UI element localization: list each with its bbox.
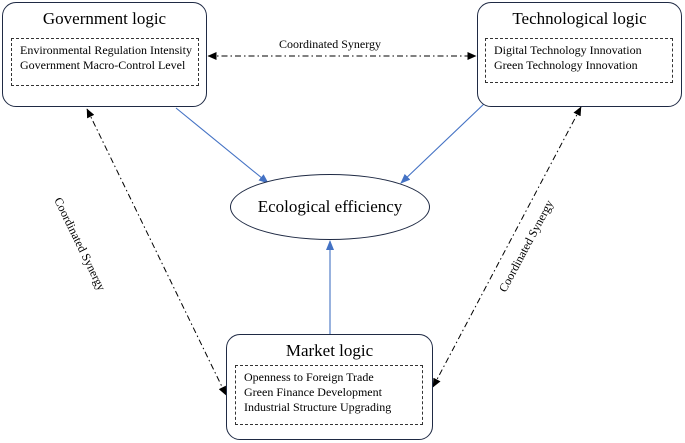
ecological-efficiency-label: Ecological efficiency — [257, 197, 403, 216]
market-factor-list: Openness to Foreign Trade Green Finance … — [235, 365, 423, 425]
market-logic-title: Market logic — [285, 341, 374, 360]
synergy-line-technological-market — [432, 106, 582, 388]
factor-green-technology-innovation: Green Technology Innovation — [494, 58, 638, 72]
arrow-technological-to-ecological — [400, 101, 487, 184]
factor-green-finance-development: Green Finance Development — [244, 385, 382, 399]
government-logic-title: Government logic — [42, 9, 167, 28]
factor-government-macro-control: Government Macro-Control Level — [20, 58, 186, 72]
government-factor-list: Environmental Regulation Intensity Gover… — [11, 38, 199, 86]
synergy-line-government-market — [86, 108, 227, 396]
factor-openness-foreign-trade: Openness to Foreign Trade — [244, 370, 374, 384]
factor-environmental-regulation: Environmental Regulation Intensity — [20, 43, 192, 57]
technological-factor-list: Digital Technology Innovation Green Tech… — [485, 38, 673, 83]
ecological-efficiency-node: Ecological efficiency — [230, 174, 430, 240]
factor-industrial-structure-upgrading: Industrial Structure Upgrading — [244, 400, 392, 414]
arrow-government-to-ecological — [175, 107, 269, 184]
government-logic-box: Government logic Environmental Regulatio… — [2, 2, 207, 107]
synergy-label-top: Coordinated Synergy — [278, 37, 382, 51]
technological-logic-box: Technological logic Digital Technology I… — [477, 2, 682, 107]
market-logic-box: Market logic Openness to Foreign Trade G… — [226, 334, 433, 440]
factor-digital-technology-innovation: Digital Technology Innovation — [494, 43, 642, 57]
technological-logic-title: Technological logic — [512, 9, 647, 28]
